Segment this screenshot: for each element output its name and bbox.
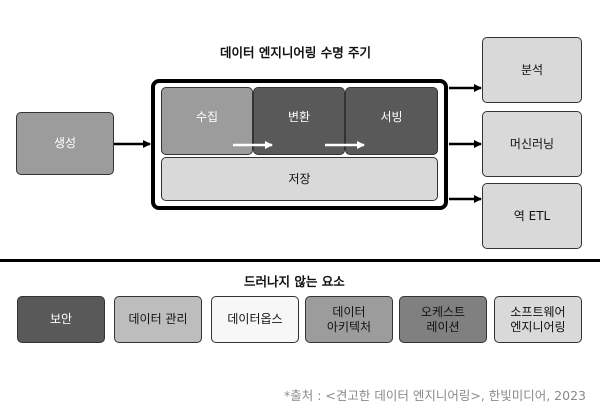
section-divider [0,259,600,262]
storage-label: 저장 [288,171,311,186]
generation-box: 생성 [16,112,114,175]
source-caption: *출처 : <견고한 데이터 엔지니어링>, 한빛미디어, 2023 [283,388,586,403]
lifecycle-title: 데이터 엔지니어링 수명 주기 [220,45,372,60]
output-analytics-box: 분석 [482,37,582,103]
output-reverse-etl-label: 역 ETL [513,208,551,223]
storage-box: 저장 [161,157,438,201]
stage-serving-label: 서빙 [380,110,403,124]
undercurrents-title: 드러나지 않는 요소 [244,274,345,289]
undercurrent-data-architecture-label: 데이터 아키텍처 [326,304,372,334]
undercurrent-orchestration-label: 오케스트 레이션 [420,304,466,334]
stage-transformation-label: 변환 [287,110,311,124]
undercurrent-orchestration-box: 오케스트 레이션 [399,296,487,343]
undercurrent-dataops-label: 데이터옵스 [227,312,283,326]
undercurrent-security-box: 보안 [17,296,105,343]
output-ml-box: 머신러닝 [482,111,582,177]
undercurrent-security-label: 보안 [49,312,73,326]
stage-ingestion-label: 수집 [195,110,219,124]
generation-label: 생성 [53,136,77,150]
undercurrent-data-management-label: 데이터 관리 [128,312,188,326]
undercurrent-software-engineering-label: 소프트웨어 엔지니어링 [510,304,566,334]
output-reverse-etl-box: 역 ETL [482,183,582,249]
undercurrent-dataops-box: 데이터옵스 [211,296,299,343]
output-ml-label: 머신러닝 [509,136,555,151]
undercurrent-data-architecture-box: 데이터 아키텍처 [305,296,393,343]
stage-ingestion-box: 수집 [161,87,253,155]
undercurrent-software-engineering-box: 소프트웨어 엔지니어링 [494,296,582,343]
output-analytics-label: 분석 [520,62,544,77]
undercurrent-data-management-box: 데이터 관리 [114,296,202,343]
